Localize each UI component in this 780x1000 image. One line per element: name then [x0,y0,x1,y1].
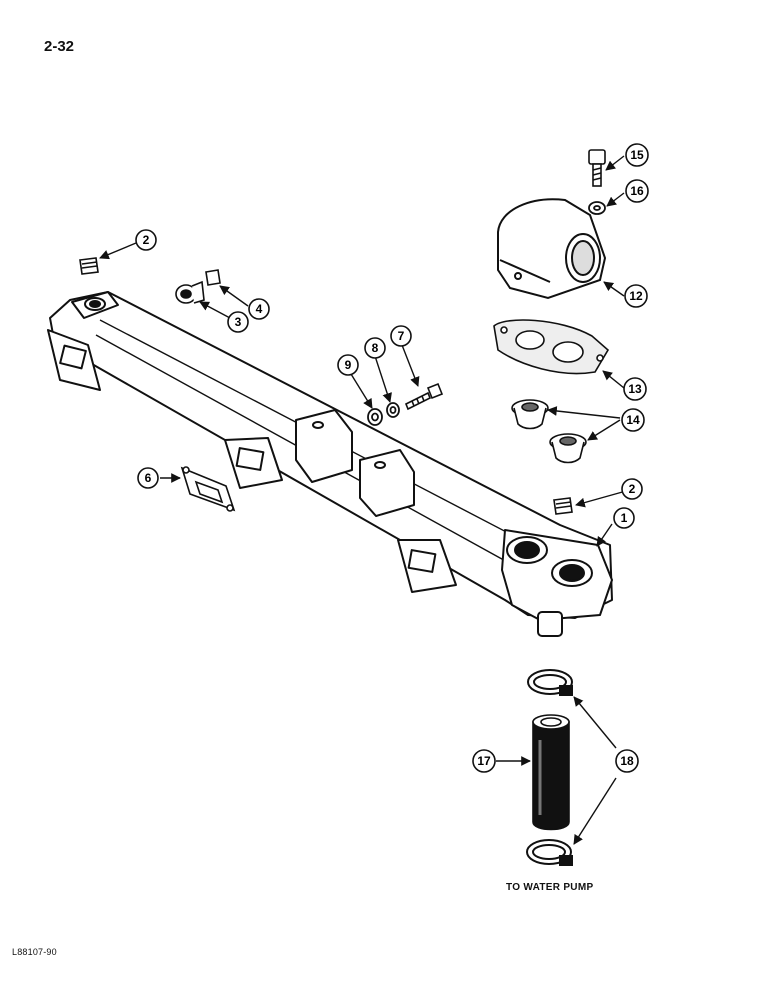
svg-text:4: 4 [256,302,263,316]
callout-17: 17 [472,749,496,773]
thermostat-housing [497,198,607,300]
svg-text:14: 14 [626,413,640,427]
callout-7: 7 [390,325,412,347]
callout-8: 8 [364,337,386,359]
small-plug [205,269,221,286]
callout-14: 14 [621,408,645,432]
washer-16 [588,201,606,215]
callout-9: 9 [337,354,359,376]
svg-text:9: 9 [345,358,352,372]
elbow-fitting [175,280,205,304]
svg-text:18: 18 [620,754,634,768]
thermostat-upper [511,399,549,430]
svg-text:12: 12 [629,289,643,303]
bolt-7 [404,382,444,411]
thermostat-lower [549,433,587,464]
callout-13: 13 [623,377,647,401]
svg-text:2: 2 [629,482,636,496]
hose-clamp-lower [526,839,573,866]
callout-18: 18 [615,749,639,773]
water-manifold [47,291,613,637]
hose-clamp-upper [527,669,573,696]
pipe-plug-left [79,257,99,275]
callout-12: 12 [624,284,648,308]
coolant-hose [532,714,570,831]
svg-text:13: 13 [628,382,642,396]
page-number: 2-32 [44,38,75,55]
svg-text:7: 7 [398,329,405,343]
flat-washer [367,408,383,426]
svg-text:17: 17 [477,754,491,768]
to-water-pump-caption: TO WATER PUMP [506,882,594,893]
callout-16: 16 [625,179,649,203]
svg-text:2: 2 [143,233,150,247]
callout-15: 15 [625,143,649,167]
svg-text:3: 3 [235,315,242,329]
leader-lines [99,155,627,845]
pipe-plug-right [553,497,573,515]
svg-text:1: 1 [621,511,628,525]
svg-text:15: 15 [630,148,644,162]
callout-4: 4 [248,298,270,320]
svg-text:6: 6 [145,471,152,485]
figure-code: L88107-90 [12,947,57,957]
callouts: 1 2 2 3 4 6 7 8 [135,143,649,773]
bolt-15 [588,149,606,187]
svg-text:16: 16 [630,184,644,198]
callout-3: 3 [227,311,249,333]
callout-2-left: 2 [135,229,157,251]
callout-6: 6 [137,467,159,489]
callout-1: 1 [613,507,635,529]
svg-text:8: 8 [372,341,379,355]
callout-2-right: 2 [621,478,643,500]
flange-gasket [180,466,236,512]
lock-washer [386,402,400,418]
thermostat-gasket [493,319,610,375]
